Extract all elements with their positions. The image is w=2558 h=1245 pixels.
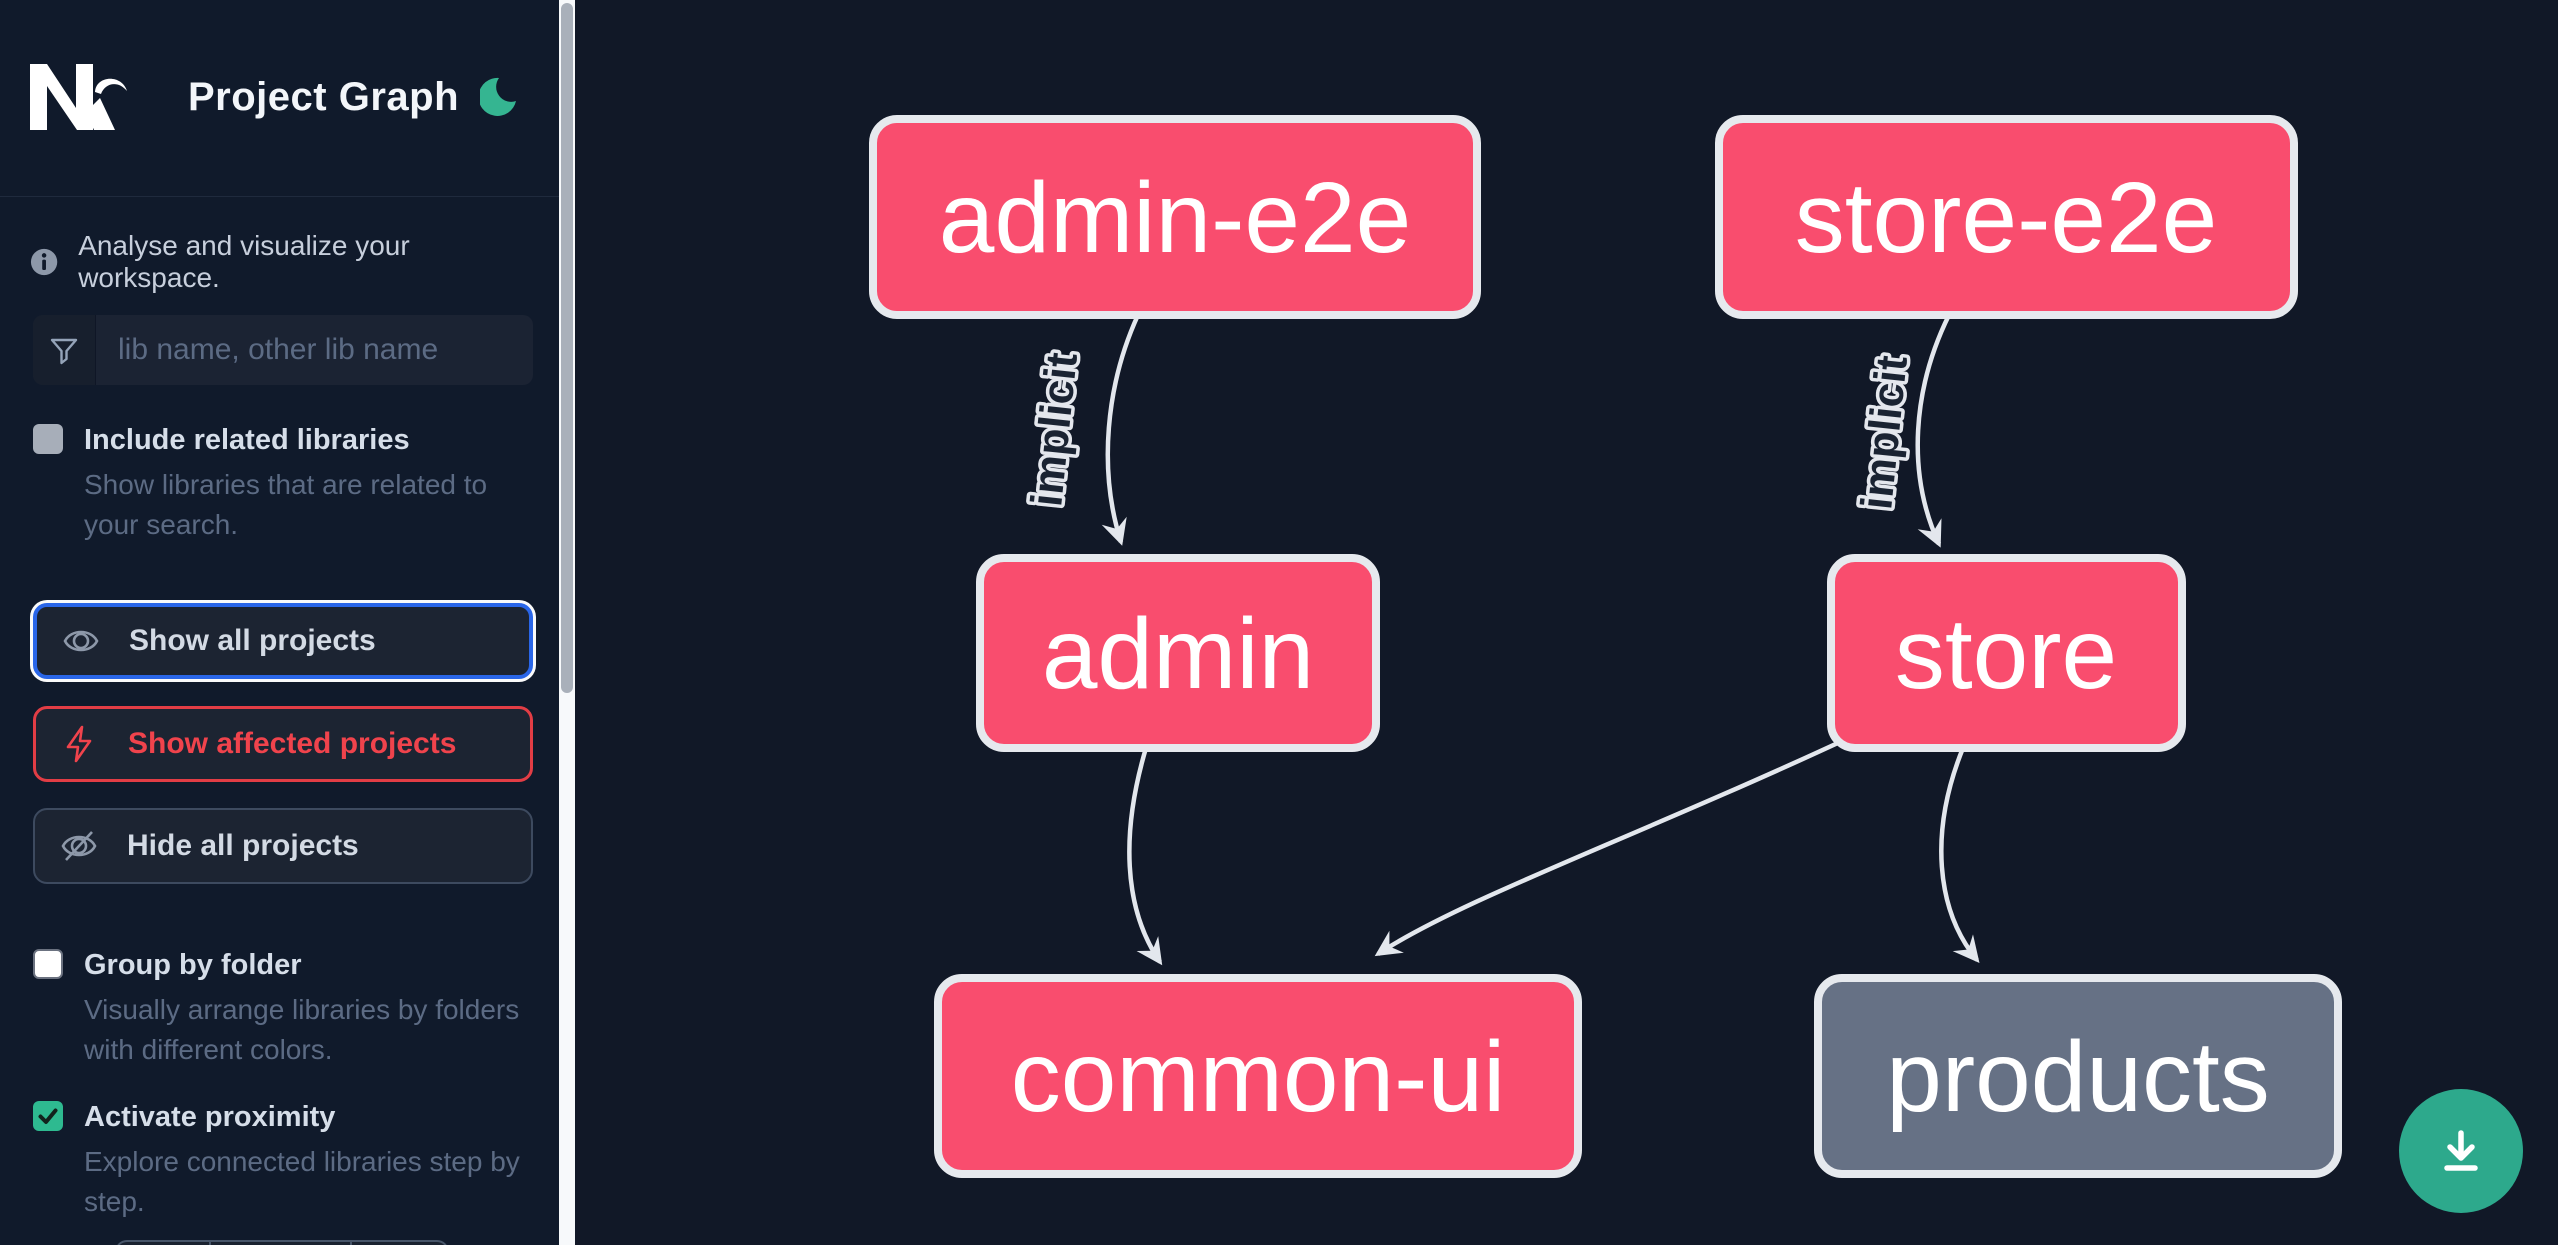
info-icon (30, 248, 58, 276)
sidebar-header: Project Graph (0, 0, 559, 197)
edge-store-products[interactable] (1939, 747, 1980, 964)
group-by-folder-checkbox[interactable] (33, 949, 63, 979)
hide-all-projects-button[interactable]: Hide all projects (33, 808, 533, 884)
node-label: store (1895, 598, 2117, 710)
theme-toggle-button[interactable] (478, 74, 524, 118)
activate-proximity-description: Explore connected libraries step by step… (84, 1146, 520, 1217)
edge-label-implicit: implicit (1852, 353, 1917, 512)
workspace-info: Analyse and visualize your workspace. (30, 230, 530, 294)
show-affected-projects-label: Show affected projects (128, 727, 457, 760)
eye-off-icon (61, 831, 97, 861)
eye-icon (63, 630, 99, 652)
show-all-projects-button[interactable]: Show all projects (33, 603, 533, 679)
node-admin[interactable] (976, 554, 1380, 752)
node-label: store-e2e (1795, 162, 2217, 274)
include-related-checkbox[interactable] (33, 424, 63, 454)
edge-label-implicit: implicit (1022, 350, 1087, 509)
search-input[interactable] (96, 315, 533, 385)
graph-canvas[interactable]: implicit implicit admin-e2e store-e2e ad… (575, 0, 2558, 1245)
segment-1[interactable] (117, 1242, 212, 1245)
node-store[interactable] (1827, 554, 2186, 752)
show-all-projects-label: Show all projects (129, 624, 376, 657)
node-label: admin (1042, 598, 1314, 710)
sidebar: Project Graph Analyse and visualize your… (0, 0, 559, 1245)
edge-admin-common-ui[interactable] (1127, 747, 1163, 966)
segment-2[interactable] (211, 1242, 352, 1245)
node-label: common-ui (1011, 1021, 1506, 1133)
node-products[interactable] (1814, 974, 2342, 1178)
option-group-by-folder: Group by folder Visually arrange librari… (33, 948, 533, 1070)
group-by-folder-label[interactable]: Group by folder (84, 949, 302, 981)
activate-proximity-checkbox[interactable] (33, 1101, 63, 1131)
node-admin-e2e[interactable] (869, 115, 1481, 319)
hide-all-projects-label: Hide all projects (127, 829, 359, 862)
include-related-label[interactable]: Include related libraries (84, 424, 410, 456)
download-icon (2444, 1130, 2478, 1171)
bolt-icon (66, 725, 92, 763)
node-label: admin-e2e (939, 162, 1412, 274)
edge-group (1101, 314, 1980, 966)
edge-admin-e2e-admin[interactable] (1101, 314, 1141, 546)
activate-proximity-label[interactable]: Activate proximity (84, 1101, 336, 1133)
checkmark-icon (38, 1108, 58, 1124)
sidebar-scrollbar-track (559, 0, 575, 1245)
edge-store-common-ui[interactable] (1374, 739, 1841, 957)
show-affected-projects-button[interactable]: Show affected projects (33, 706, 533, 782)
filter-icon (33, 315, 96, 385)
node-store-e2e[interactable] (1715, 115, 2298, 319)
group-by-folder-description: Visually arrange libraries by folders wi… (84, 994, 520, 1065)
option-include-related: Include related libraries Show libraries… (33, 423, 533, 545)
app-title: Project Graph (188, 75, 460, 119)
moon-icon (478, 77, 516, 116)
node-common-ui[interactable] (934, 974, 1582, 1178)
workspace-info-text: Analyse and visualize your workspace. (78, 230, 410, 293)
edge-store-e2e-store[interactable] (1915, 314, 1952, 548)
bottom-segmented-control-partial[interactable] (115, 1240, 449, 1245)
nx-logo-icon (30, 64, 127, 130)
node-label: products (1886, 1021, 2270, 1133)
include-related-description: Show libraries that are related to your … (84, 469, 488, 540)
search-box (33, 315, 533, 385)
option-activate-proximity: Activate proximity Explore connected lib… (33, 1100, 533, 1222)
sidebar-scrollbar-thumb[interactable] (561, 3, 573, 693)
export-image-button[interactable] (2399, 1089, 2523, 1213)
